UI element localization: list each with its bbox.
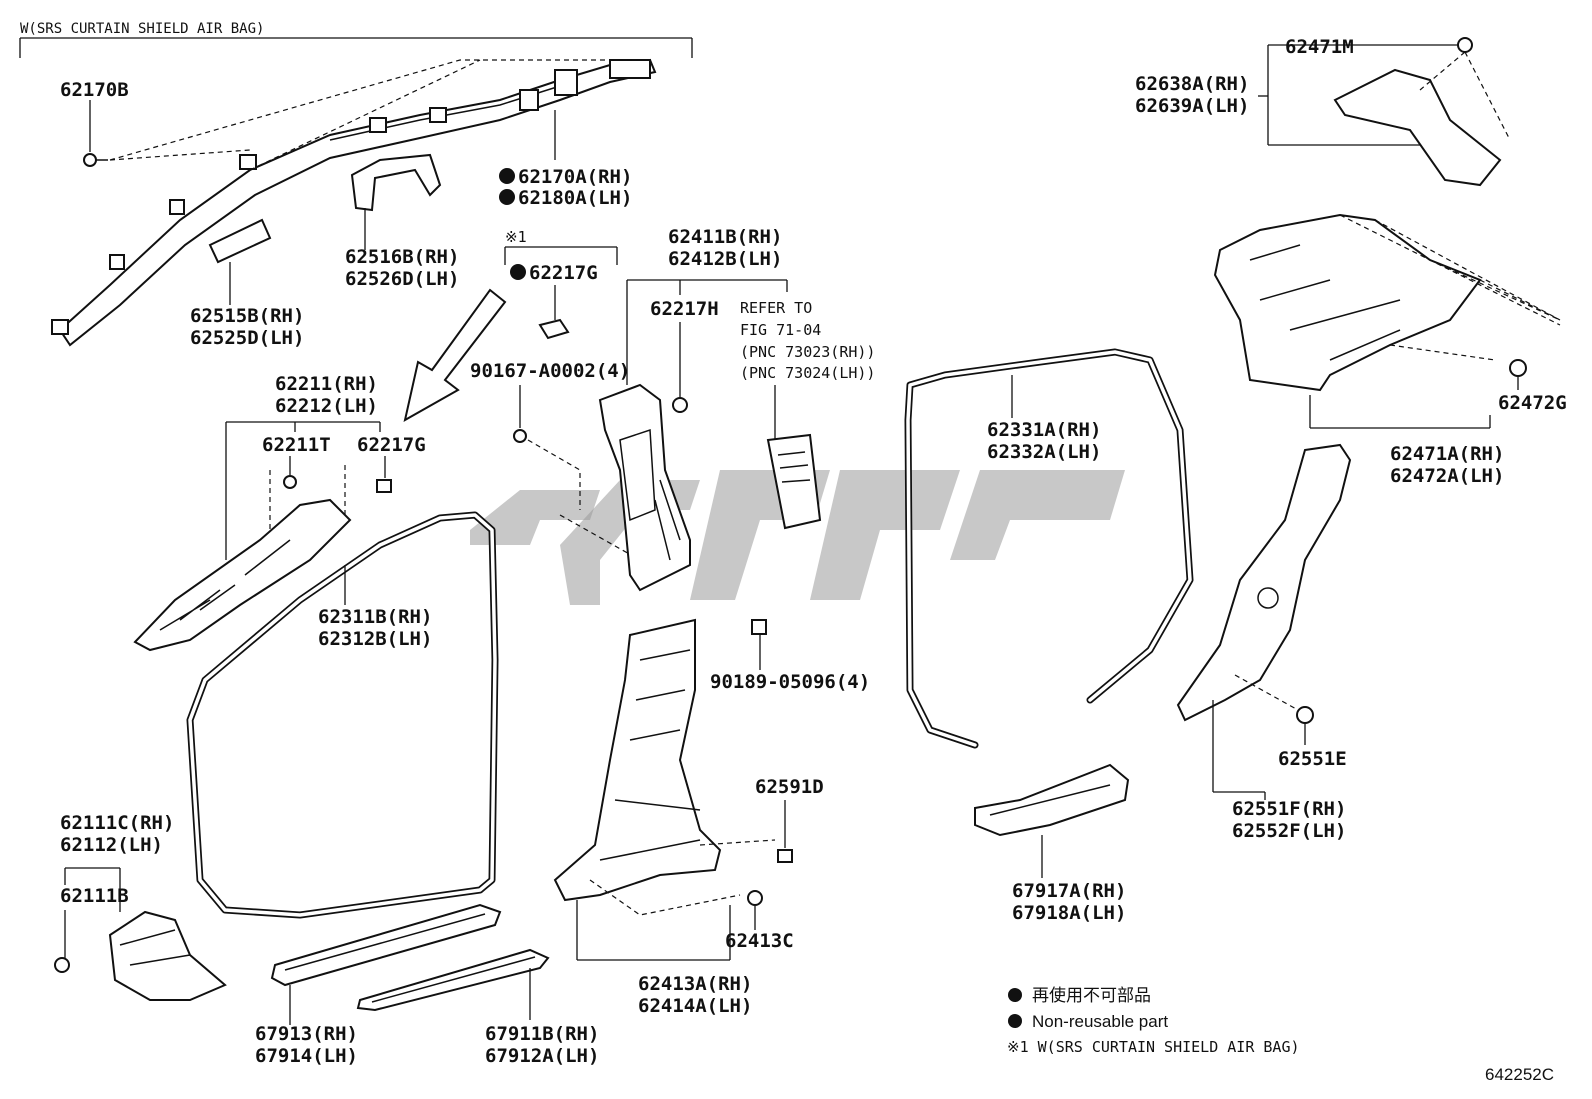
label-62516b: 62516B(RH) <box>345 246 459 268</box>
non-reusable-mark <box>510 264 526 280</box>
refer-line-1: REFER TO <box>740 299 812 317</box>
label-62525d: 62525D(LH) <box>190 327 304 349</box>
screw-90167-shape <box>513 429 527 443</box>
pillar-62551f-shape <box>1176 443 1352 722</box>
label-62217g-top: 62217G <box>529 262 598 284</box>
label-62413a: 62413A(RH) <box>638 973 752 995</box>
rear-door-seal-62331a <box>904 348 1194 749</box>
label-62212: 62212(LH) <box>275 395 378 417</box>
label-67911b: 67911B(RH) <box>485 1023 599 1045</box>
label-62411b: 62411B(RH) <box>668 226 782 248</box>
seatbelt-adjuster-shape <box>766 433 822 530</box>
label-90189: 90189-05096(4) <box>710 671 870 693</box>
label-62217h: 62217H <box>650 298 719 320</box>
legend-dot <box>1008 988 1022 1002</box>
clip-62217g-top-shape <box>538 318 570 340</box>
legend-dot <box>1008 1014 1022 1028</box>
clip-62217g-shape <box>376 479 392 493</box>
label-62639a: 62639A(LH) <box>1135 95 1249 117</box>
label-62111c: 62111C(RH) <box>60 812 174 834</box>
bracket-62516b-shape <box>350 153 442 212</box>
clip-62413c-shape <box>747 890 763 906</box>
non-reusable-mark <box>499 189 515 205</box>
label-62111b: 62111B <box>60 885 129 907</box>
label-62471a: 62471A(RH) <box>1390 443 1504 465</box>
label-62217g: 62217G <box>357 434 426 456</box>
refer-line-2: FIG 71-04 <box>740 321 821 339</box>
label-62471m: 62471M <box>1285 36 1354 58</box>
label-62170a: 62170A(RH) <box>518 166 632 188</box>
label-62312b: 62312B(LH) <box>318 628 432 650</box>
legend-item-3: ※1 W(SRS CURTAIN SHIELD AIR BAG) <box>1007 1038 1300 1056</box>
label-67913: 67913(RH) <box>255 1023 358 1045</box>
direction-arrow <box>403 288 507 422</box>
refer-line-3: (PNC 73023(RH)) <box>740 343 875 361</box>
scuff-plate-67913-shape <box>270 903 502 987</box>
bracket-62515b-shape <box>208 218 272 264</box>
clip-62111b-shape <box>54 957 70 973</box>
label-62412b: 62412B(LH) <box>668 248 782 270</box>
label-62472a: 62472A(LH) <box>1390 465 1504 487</box>
clip-62211t-shape <box>283 475 297 489</box>
clip-62551e-shape <box>1296 706 1314 724</box>
non-reusable-mark <box>499 168 515 184</box>
pillar-62211-shape <box>133 498 352 652</box>
label-62311b: 62311B(RH) <box>318 606 432 628</box>
label-62591d: 62591D <box>755 776 824 798</box>
clip-62471m-shape <box>1457 37 1473 53</box>
scuff-plate-67917a-shape <box>974 763 1130 837</box>
label-62551f: 62551F(RH) <box>1232 798 1346 820</box>
label-62112: 62112(LH) <box>60 834 163 856</box>
bolt-62170b-shape <box>83 153 108 167</box>
clip-90189-shape <box>751 619 767 635</box>
label-62331a: 62331A(RH) <box>987 419 1101 441</box>
clip-62591d-shape <box>777 849 793 863</box>
label-62180a: 62180A(LH) <box>518 187 632 209</box>
label-67917a: 67917A(RH) <box>1012 880 1126 902</box>
label-62211t: 62211T <box>262 434 331 456</box>
clip-62217h-shape <box>672 397 688 413</box>
pillar-62411b-shape <box>598 383 691 592</box>
legend-item-2: Non-reusable part <box>1032 1012 1168 1031</box>
scuff-plate-67911b-shape <box>356 948 550 1012</box>
label-67914: 67914(LH) <box>255 1045 358 1067</box>
label-90167: 90167-A0002(4) <box>470 360 630 382</box>
refer-line-4: (PNC 73024(LH)) <box>740 364 875 382</box>
door-opening-seal-62311b <box>186 511 499 919</box>
header-title: W(SRS CURTAIN SHIELD AIR BAG) <box>20 21 264 37</box>
label-62170b: 62170B <box>60 79 129 101</box>
note-mark: ※1 <box>505 228 527 246</box>
airbag-group-bracket <box>19 37 693 58</box>
label-62211: 62211(RH) <box>275 373 378 395</box>
label-62551e: 62551E <box>1278 748 1347 770</box>
label-67918a: 67918A(LH) <box>1012 902 1126 924</box>
pillar-62413a-shape <box>553 618 722 902</box>
label-62515b: 62515B(RH) <box>190 305 304 327</box>
cowl-side-62111c-shape <box>108 910 227 1001</box>
quarter-trim-62471a-shape <box>1213 213 1482 392</box>
label-62552f: 62552F(LH) <box>1232 820 1346 842</box>
label-62414a: 62414A(LH) <box>638 995 752 1017</box>
label-62638a: 62638A(RH) <box>1135 73 1249 95</box>
label-62332a: 62332A(LH) <box>987 441 1101 463</box>
clip-62472g-shape <box>1509 359 1527 377</box>
garnish-62638a-shape <box>1333 68 1502 187</box>
label-67912a: 67912A(LH) <box>485 1045 599 1067</box>
label-62413c: 62413C <box>725 930 794 952</box>
label-62472g: 62472G <box>1498 392 1567 414</box>
legend-item-1: 再使用不可部品 <box>1032 985 1151 1005</box>
label-62526d: 62526D(LH) <box>345 268 459 290</box>
figure-code: 642252C <box>1485 1065 1554 1084</box>
